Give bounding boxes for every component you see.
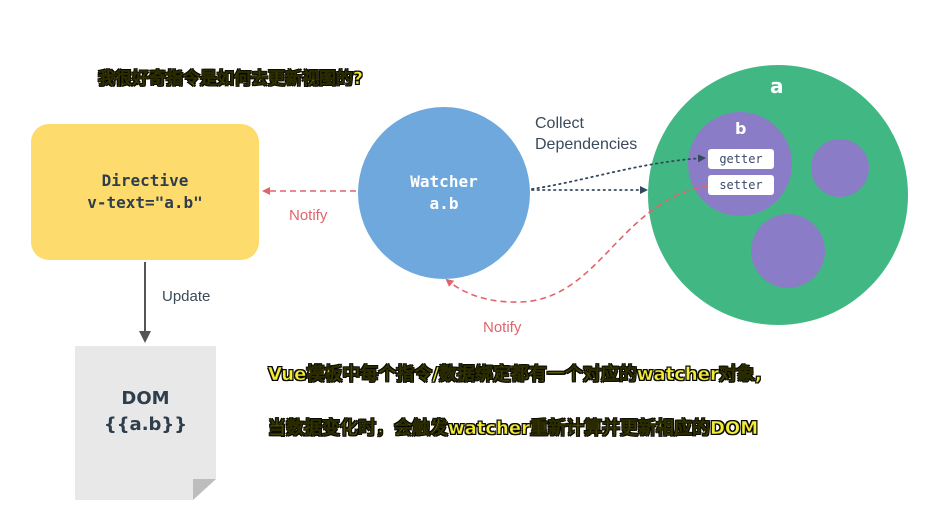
- update-label: Update: [162, 288, 211, 305]
- object-b-label: b: [735, 119, 747, 138]
- dom-document-fold: [193, 479, 216, 500]
- dom-title: DOM: [121, 388, 170, 409]
- setter-pill: setter: [708, 175, 774, 195]
- directive-title: Directive: [101, 171, 189, 190]
- question-caption: 我很好奇指令是如何去更新视图的?: [98, 69, 363, 90]
- dom-binding: {{a.b}}: [103, 414, 188, 435]
- object-a-label: a: [770, 74, 784, 98]
- object-a-property-large: [751, 214, 825, 288]
- notify-label-left: Notify: [289, 207, 328, 224]
- watcher-expression: a.b: [429, 194, 459, 213]
- notify-label-bottom: Notify: [483, 319, 522, 336]
- directive-box: Directive v-text="a.b": [31, 124, 259, 260]
- getter-pill: getter: [708, 149, 774, 169]
- dom-label: DOM {{a.b}}: [75, 386, 216, 438]
- dom-document: [75, 346, 216, 500]
- collect-label-line2: Dependencies: [535, 136, 638, 153]
- collect-label-line1: Collect: [535, 115, 584, 132]
- watcher-circle: Watcher a.b: [358, 107, 530, 279]
- caption-line-1: Vue模板中每个指令/数据绑定都有一个对应的watcher对象,: [268, 364, 762, 386]
- directive-expression: v-text="a.b": [87, 193, 203, 212]
- watcher-title: Watcher: [410, 172, 478, 191]
- caption-line-2: 当数据变化时，会触发watcher重新计算并更新相应的DOM: [268, 418, 759, 440]
- collect-dependencies-label: Collect Dependencies: [535, 113, 637, 155]
- object-a-property-small: [811, 139, 869, 197]
- notify-arrow-watcher: [445, 185, 709, 303]
